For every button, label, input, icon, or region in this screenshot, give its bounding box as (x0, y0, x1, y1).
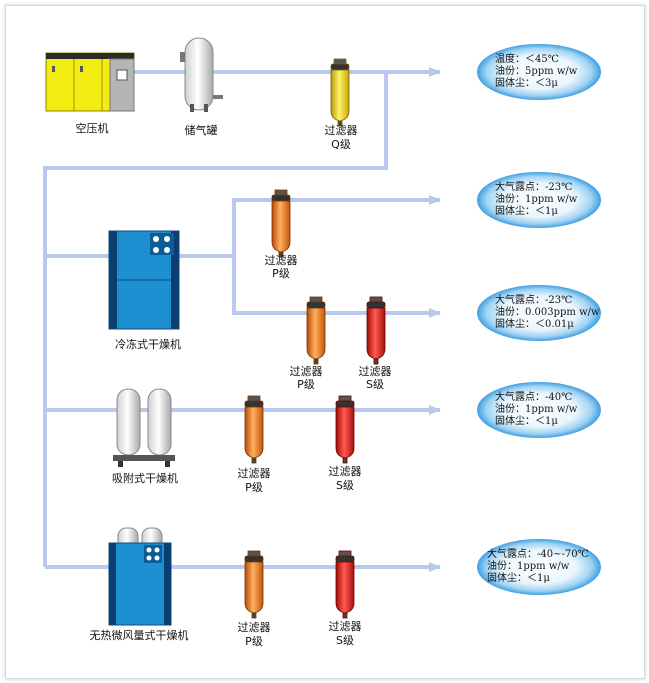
filter-grade-label: P级 (297, 378, 315, 391)
refrigerated-dryer-label: 冷冻式干燥机 (115, 338, 181, 351)
tank-label: 储气罐 (184, 124, 218, 137)
filter-grade-label: P级 (245, 481, 263, 494)
filter-p-icon (306, 296, 326, 365)
filter-grade-label: S级 (336, 634, 354, 647)
output-line: 油份：0.003ppm w/w (495, 307, 600, 318)
filter-s-icon (366, 296, 386, 365)
filter-label: 过滤器 (324, 124, 358, 137)
output-bubble (477, 172, 601, 228)
output-spec-1: 温度：＜45℃ 油份：5ppm w/w 固体尘：＜3μ (495, 54, 577, 90)
filter-q-icon (330, 58, 350, 127)
output-line: 固体尘：＜3μ (495, 78, 558, 89)
filter-p-icon (244, 550, 264, 619)
output-line: 固体尘：＜1μ (495, 206, 558, 217)
output-line: 大气露点：-23℃ (495, 295, 573, 306)
output-line: 油份：1ppm w/w (495, 194, 578, 205)
filter-label: 过滤器 (328, 465, 362, 478)
adsorption-dryer-label: 吸附式干燥机 (112, 472, 178, 485)
filter-p-icon (244, 395, 264, 464)
adsorption-dryer-icon (113, 388, 175, 467)
output-bubble (477, 44, 601, 100)
filter-p-icon (271, 189, 291, 258)
heatless-dryer-label: 无热微风量式干燥机 (89, 629, 189, 642)
tank-icon (180, 37, 223, 112)
heatless-dryer-icon (108, 527, 172, 626)
filter-label: 过滤器 (264, 254, 298, 267)
filter-grade-label: P级 (272, 267, 290, 280)
output-line: 油份：1ppm w/w (495, 404, 578, 415)
output-line: 固体尘：＜0.01μ (495, 319, 574, 330)
output-line: 大气露点：-23℃ (495, 182, 573, 193)
output-spec-2: 大气露点：-23℃ 油份：1ppm w/w 固体尘：＜1μ (495, 182, 577, 218)
output-line: 大气露点：-40~-70℃ (487, 549, 589, 560)
output-line: 油份：1ppm w/w (487, 561, 570, 572)
filter-grade-label: Q级 (331, 138, 351, 151)
filter-s-icon (335, 395, 355, 464)
filter-label: 过滤器 (358, 365, 392, 378)
output-line: 固体尘：＜1μ (495, 416, 558, 427)
output-bubble (477, 382, 601, 438)
filter-grade-label: P级 (245, 635, 263, 648)
pipe-line-2 (45, 195, 441, 258)
output-line: 大气露点：-40℃ (495, 392, 573, 403)
filter-label: 过滤器 (289, 365, 323, 378)
output-bubbles (477, 44, 601, 595)
filter-label: 过滤器 (237, 621, 271, 634)
output-bubble (477, 539, 601, 595)
output-spec-5: 大气露点：-40~-70℃ 油份：1ppm w/w 固体尘：＜1μ (487, 549, 589, 585)
pipe-feed (43, 72, 388, 567)
filter-s-icon (335, 550, 355, 619)
filter-grade-label: S级 (336, 479, 354, 492)
output-spec-4: 大气露点：-40℃ 油份：1ppm w/w 固体尘：＜1μ (495, 392, 577, 428)
output-line: 油份：5ppm w/w (495, 66, 578, 77)
output-line: 温度：＜45℃ (495, 54, 559, 65)
compressor-label: 空压机 (75, 122, 109, 135)
filter-grade-label: S级 (366, 378, 384, 391)
output-bubble (477, 285, 601, 341)
filter-label: 过滤器 (237, 467, 271, 480)
output-spec-3: 大气露点：-23℃ 油份：0.003ppm w/w 固体尘：＜0.01μ (495, 295, 600, 331)
compressor-icon (45, 52, 135, 112)
output-line: 固体尘：＜1μ (487, 573, 550, 584)
refrigerated-dryer-icon (108, 230, 180, 330)
filter-label: 过滤器 (328, 620, 362, 633)
